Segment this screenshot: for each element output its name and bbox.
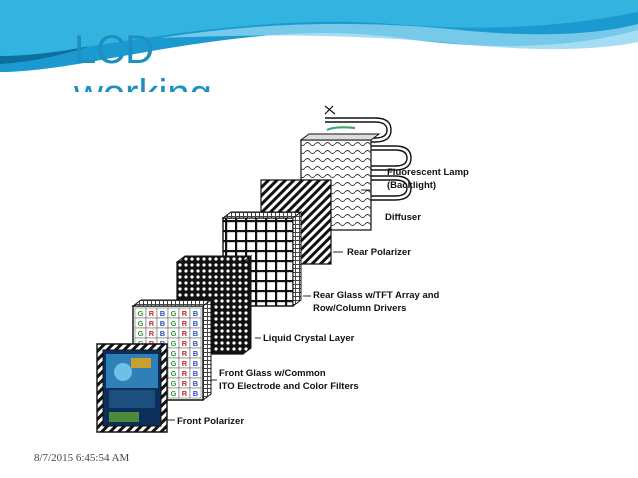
label-liquid-crystal: Liquid Crystal Layer [263, 333, 355, 344]
lcd-layer-diagram: GRBGRBGRBGRBGRBGRBGRBGRBGRBGRBGRBGRBGRBG… [96, 105, 469, 433]
slide-title: LCD working [74, 28, 274, 92]
color-filter-letter: B [193, 329, 199, 338]
color-filter-letter: G [171, 319, 177, 328]
color-filter-letter: R [149, 309, 155, 318]
title-line-2: working [74, 72, 274, 92]
title-line-1: LCD [74, 28, 155, 72]
color-filter-letter: R [182, 349, 188, 358]
color-filter-letter: R [149, 329, 155, 338]
color-filter-letter: G [171, 359, 177, 368]
color-filter-letter: R [182, 379, 188, 388]
color-filter-letter: G [171, 389, 177, 398]
slide-date: 8/7/2015 6:45:54 AM [34, 452, 130, 464]
color-filter-letter: G [171, 309, 177, 318]
color-filter-cell [189, 387, 202, 399]
color-filter-letter: G [171, 329, 177, 338]
color-filter-letter: B [160, 309, 166, 318]
front-polarizer-layer [96, 343, 168, 433]
fluorescent-lamp [324, 105, 412, 201]
color-filter-letter: G [138, 329, 144, 338]
color-filter-letter: B [160, 319, 166, 328]
color-filter-letter: G [171, 339, 177, 348]
label-front-polarizer: Front Polarizer [177, 416, 244, 427]
color-filter-letter: R [182, 329, 188, 338]
color-filter-letter: B [193, 369, 199, 378]
color-filter-letter: B [193, 349, 199, 358]
color-filter-letter: B [193, 309, 199, 318]
color-filter-letter: B [193, 389, 199, 398]
color-filter-letter: R [182, 389, 188, 398]
color-filter-letter: R [182, 319, 188, 328]
color-filter-letter: G [171, 369, 177, 378]
color-filter-letter: B [193, 339, 199, 348]
color-filter-letter: G [171, 349, 177, 358]
color-filter-letter: B [193, 359, 199, 368]
label-rear-glass-line-1: Rear Glass w/TFT Array and [313, 290, 440, 301]
color-filter-letter: G [138, 309, 144, 318]
color-filter-letter: R [182, 309, 188, 318]
color-filter-letter: B [193, 319, 199, 328]
label-backlight: (Backlight) [387, 180, 436, 191]
leader-lines [167, 189, 371, 421]
color-filter-letter: B [160, 329, 166, 338]
label-diffuser: Diffuser [385, 212, 421, 223]
color-filter-letter: R [149, 319, 155, 328]
color-filter-letter: R [182, 359, 188, 368]
color-filter-letter: R [182, 369, 188, 378]
label-rear-glass-line-2: Row/Column Drivers [313, 303, 406, 314]
color-filter-letter: R [182, 339, 188, 348]
label-fluorescent-lamp: Fluorescent Lamp [387, 167, 469, 178]
label-front-glass-line-2: ITO Electrode and Color Filters [219, 381, 359, 392]
color-filter-letter: B [193, 379, 199, 388]
label-rear-polarizer: Rear Polarizer [347, 247, 411, 258]
color-filter-letter: G [138, 319, 144, 328]
header-wave-decoration [0, 0, 638, 72]
label-front-glass-line-1: Front Glass w/Common [219, 368, 326, 379]
color-filter-letter: G [171, 379, 177, 388]
